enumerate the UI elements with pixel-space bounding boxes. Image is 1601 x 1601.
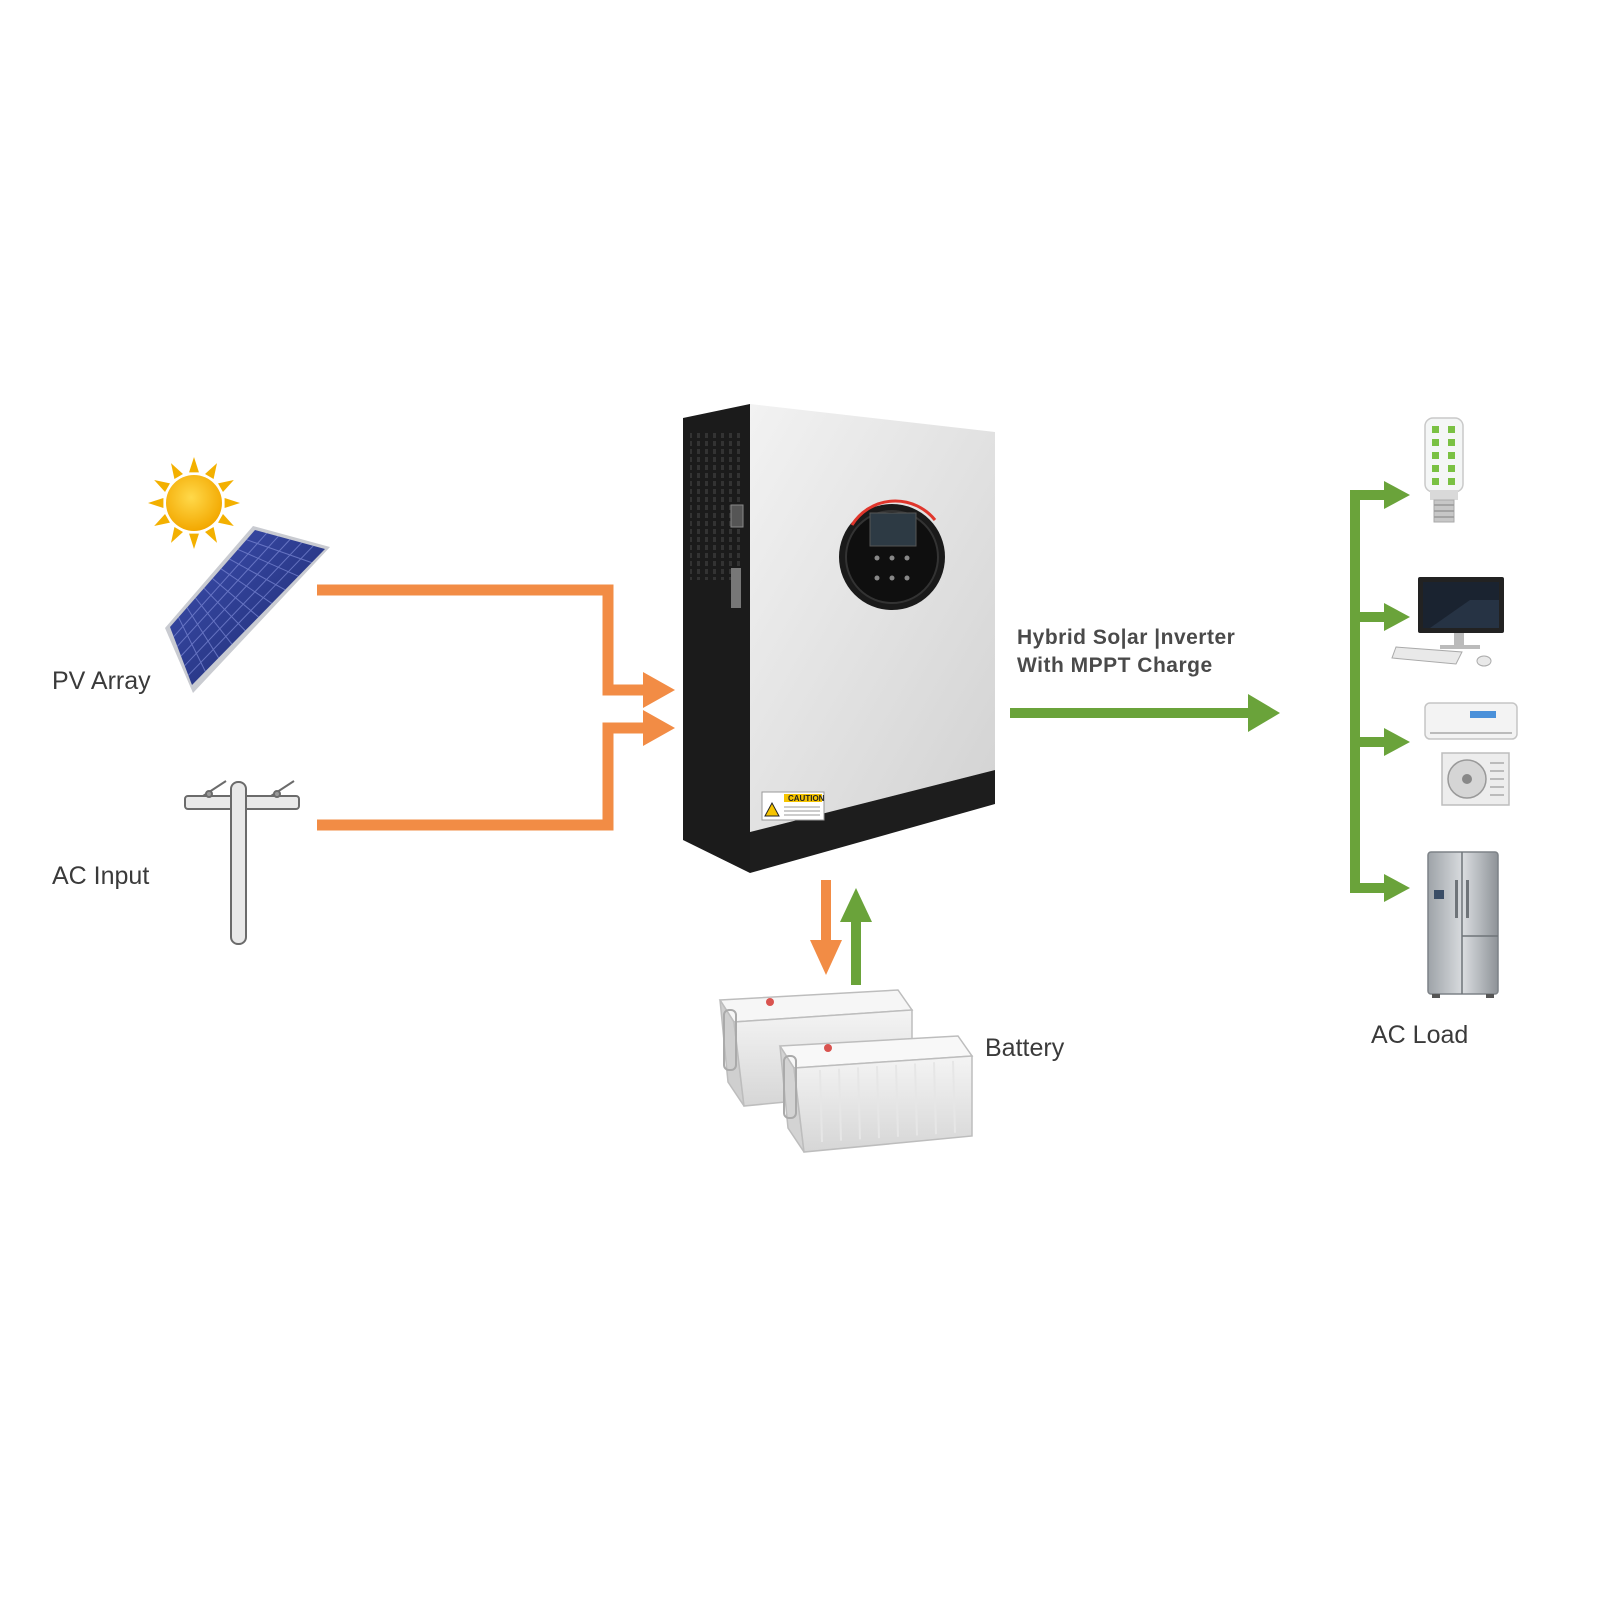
solar-panel-icon [165,526,330,693]
load-branch-arrow [1350,603,1410,631]
battery-flow [810,880,872,985]
sun-ray [171,463,183,479]
sun-ray [205,527,217,543]
panel-grid-line [229,558,286,591]
sun-ray [189,533,199,549]
display-button-dot [889,575,895,581]
inverter-display [839,499,945,610]
bulb-led [1448,439,1455,446]
caution-label: CAUTION [761,791,825,821]
battery-rib [952,1060,956,1133]
sun-ray [148,498,164,508]
caution-text: CAUTION [788,794,825,803]
battery-discharge-arrowhead [840,888,872,922]
output-flow [1010,481,1410,902]
battery-rib [895,1064,899,1137]
battery-label: Battery [985,1034,1065,1062]
display-button-dot [904,575,910,581]
hybrid-inverter-icon: CAUTION [683,404,995,873]
sun-ray [224,498,240,508]
panel-grid-line [246,539,312,564]
sun-ray [154,514,170,526]
panel-grid-line [195,597,233,645]
input-flow-lines [317,584,652,831]
battery-rib [914,1063,918,1136]
bulb-led [1448,478,1455,485]
bulb-led [1432,452,1439,459]
sun-icon [148,457,240,549]
bulb-led [1448,426,1455,433]
ac-input-label: AC Input [52,862,149,890]
battery-charge-arrowhead [810,940,842,975]
computer-icon [1391,577,1504,667]
bulb-led [1432,439,1439,446]
display-button-dot [874,555,880,561]
battery-rib [933,1062,937,1135]
sun-ray [171,527,183,543]
display-button-dot [889,555,895,561]
battery-rib [838,1068,842,1141]
panel-grid-line [212,578,259,618]
inverter-title-line2: With MPPT Charge [1017,654,1213,677]
utility-pole-icon [184,780,300,945]
bulb-led [1432,478,1439,485]
ac-flow-line [317,722,652,831]
input-arrowheads [643,672,675,746]
battery-rib [857,1067,861,1140]
battery-icon [718,989,974,1153]
panel-grid-line [220,568,273,604]
inverter-title-line1: Hybrid So|ar |nverter [1017,626,1235,649]
bulb-led [1432,426,1439,433]
pv-array-label: PV Array [52,667,151,695]
bulb-led [1448,465,1455,472]
panel-grid-line [237,548,299,577]
pv-arrowhead [643,672,675,708]
sun-ray [218,514,234,526]
pv-flow-line [317,584,652,696]
sun-ray [218,480,234,492]
battery-rib [876,1066,880,1139]
sun-ray [205,463,217,479]
ac-arrowhead [643,710,675,746]
bulb-led [1432,465,1439,472]
panel-grid-line [186,607,220,659]
sun-ray [189,457,199,473]
load-branch-arrow [1350,481,1410,509]
refrigerator-icon [1427,851,1499,998]
load-branch-arrow [1350,728,1410,756]
battery-rib [819,1069,823,1143]
sun-ray [154,480,170,492]
load-branch-arrow [1350,874,1410,902]
display-button-dot [904,555,910,561]
main-output-arrowhead [1248,694,1280,732]
panel-grid-line [203,587,246,631]
ac-load-label: AC Load [1371,1021,1468,1049]
display-button-dot [874,575,880,581]
panel-grid-line [178,617,206,672]
light-bulb-icon [1424,417,1464,523]
bulb-led [1448,452,1455,459]
air-conditioner-icon [1424,702,1518,806]
